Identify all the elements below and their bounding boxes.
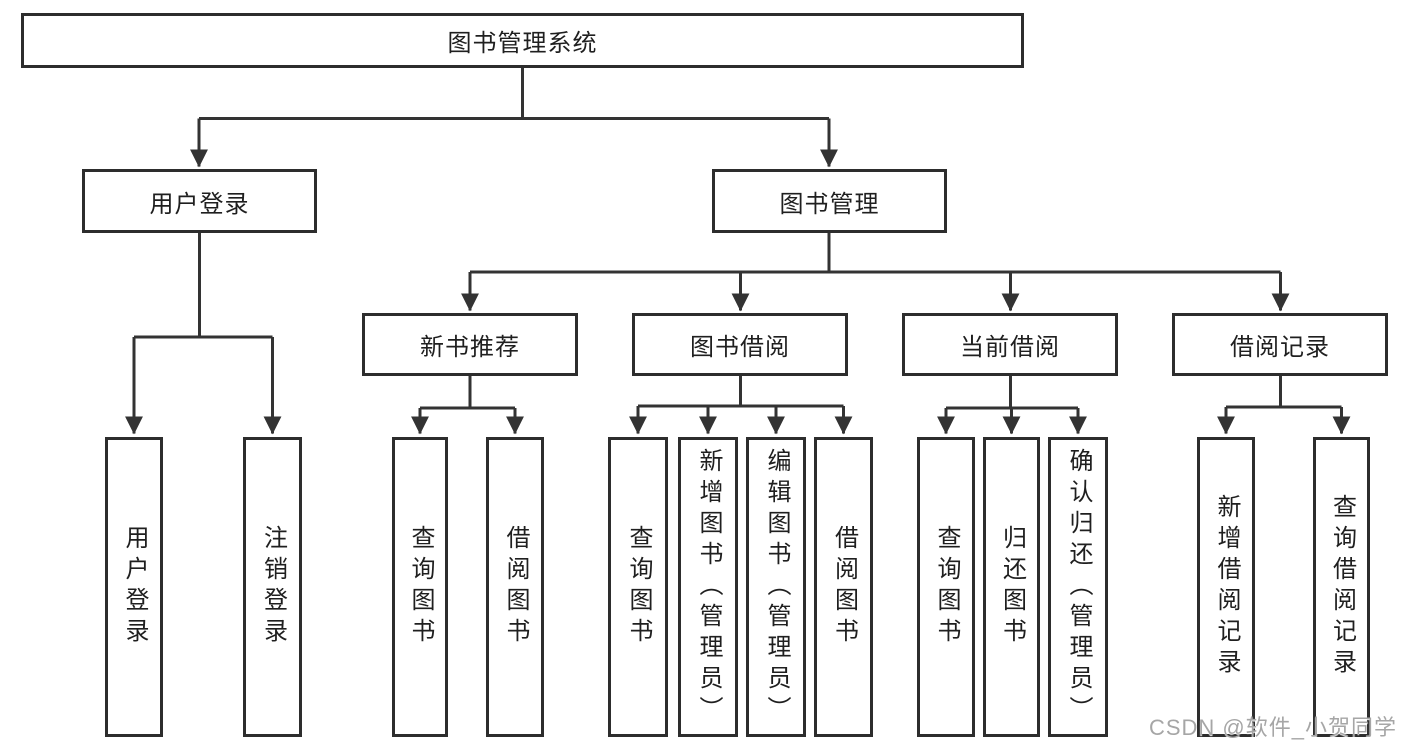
leaf-borrow-books-recommend: 借阅图书 bbox=[486, 437, 544, 737]
leaf-add-books-admin-label: 新增图书（管理员） bbox=[695, 447, 722, 727]
leaf-add-borrow-record: 新增借阅记录 bbox=[1197, 437, 1255, 737]
leaf-search-books-current-label: 查询图书 bbox=[933, 525, 960, 649]
leaf-edit-books-admin: 编辑图书（管理员） bbox=[746, 437, 806, 737]
leaf-borrow-books-recommend-label: 借阅图书 bbox=[502, 525, 529, 649]
watermark: CSDN @软件_小贺同学 bbox=[1148, 715, 1397, 740]
leaf-confirm-return-admin-label: 确认归还（管理员） bbox=[1065, 447, 1092, 727]
node-borrowing-records: 借阅记录 bbox=[1172, 313, 1388, 376]
leaf-return-books: 归还图书 bbox=[983, 437, 1040, 737]
leaf-search-books-current: 查询图书 bbox=[917, 437, 975, 737]
leaf-logout-label: 注销登录 bbox=[259, 525, 287, 649]
leaf-search-borrow-record: 查询借阅记录 bbox=[1313, 437, 1370, 737]
node-user-login: 用户登录 bbox=[82, 169, 317, 233]
leaf-return-books-label: 归还图书 bbox=[998, 525, 1026, 649]
leaf-search-books-borrowing-label: 查询图书 bbox=[625, 525, 652, 649]
leaf-borrow-books: 借阅图书 bbox=[814, 437, 873, 737]
leaf-edit-books-admin-label: 编辑图书（管理员） bbox=[763, 447, 790, 727]
node-new-book-recommendation: 新书推荐 bbox=[362, 313, 578, 376]
node-current-borrowing: 当前借阅 bbox=[902, 313, 1118, 376]
leaf-search-books-recommend: 查询图书 bbox=[392, 437, 448, 737]
leaf-user-login-label: 用户登录 bbox=[121, 525, 148, 649]
node-book-borrowing: 图书借阅 bbox=[632, 313, 848, 376]
leaf-add-borrow-record-label: 新增借阅记录 bbox=[1213, 494, 1240, 680]
leaf-search-borrow-record-label: 查询借阅记录 bbox=[1328, 494, 1356, 680]
leaf-borrow-books-label: 借阅图书 bbox=[830, 525, 858, 649]
leaf-logout: 注销登录 bbox=[243, 437, 302, 737]
leaf-search-books-borrowing: 查询图书 bbox=[608, 437, 668, 737]
leaf-add-books-admin: 新增图书（管理员） bbox=[678, 437, 738, 737]
node-book-management: 图书管理 bbox=[712, 169, 947, 233]
leaf-search-books-recommend-label: 查询图书 bbox=[407, 525, 434, 649]
leaf-user-login: 用户登录 bbox=[105, 437, 163, 737]
leaf-confirm-return-admin: 确认归还（管理员） bbox=[1048, 437, 1108, 737]
node-library-management-system: 图书管理系统 bbox=[21, 13, 1024, 68]
